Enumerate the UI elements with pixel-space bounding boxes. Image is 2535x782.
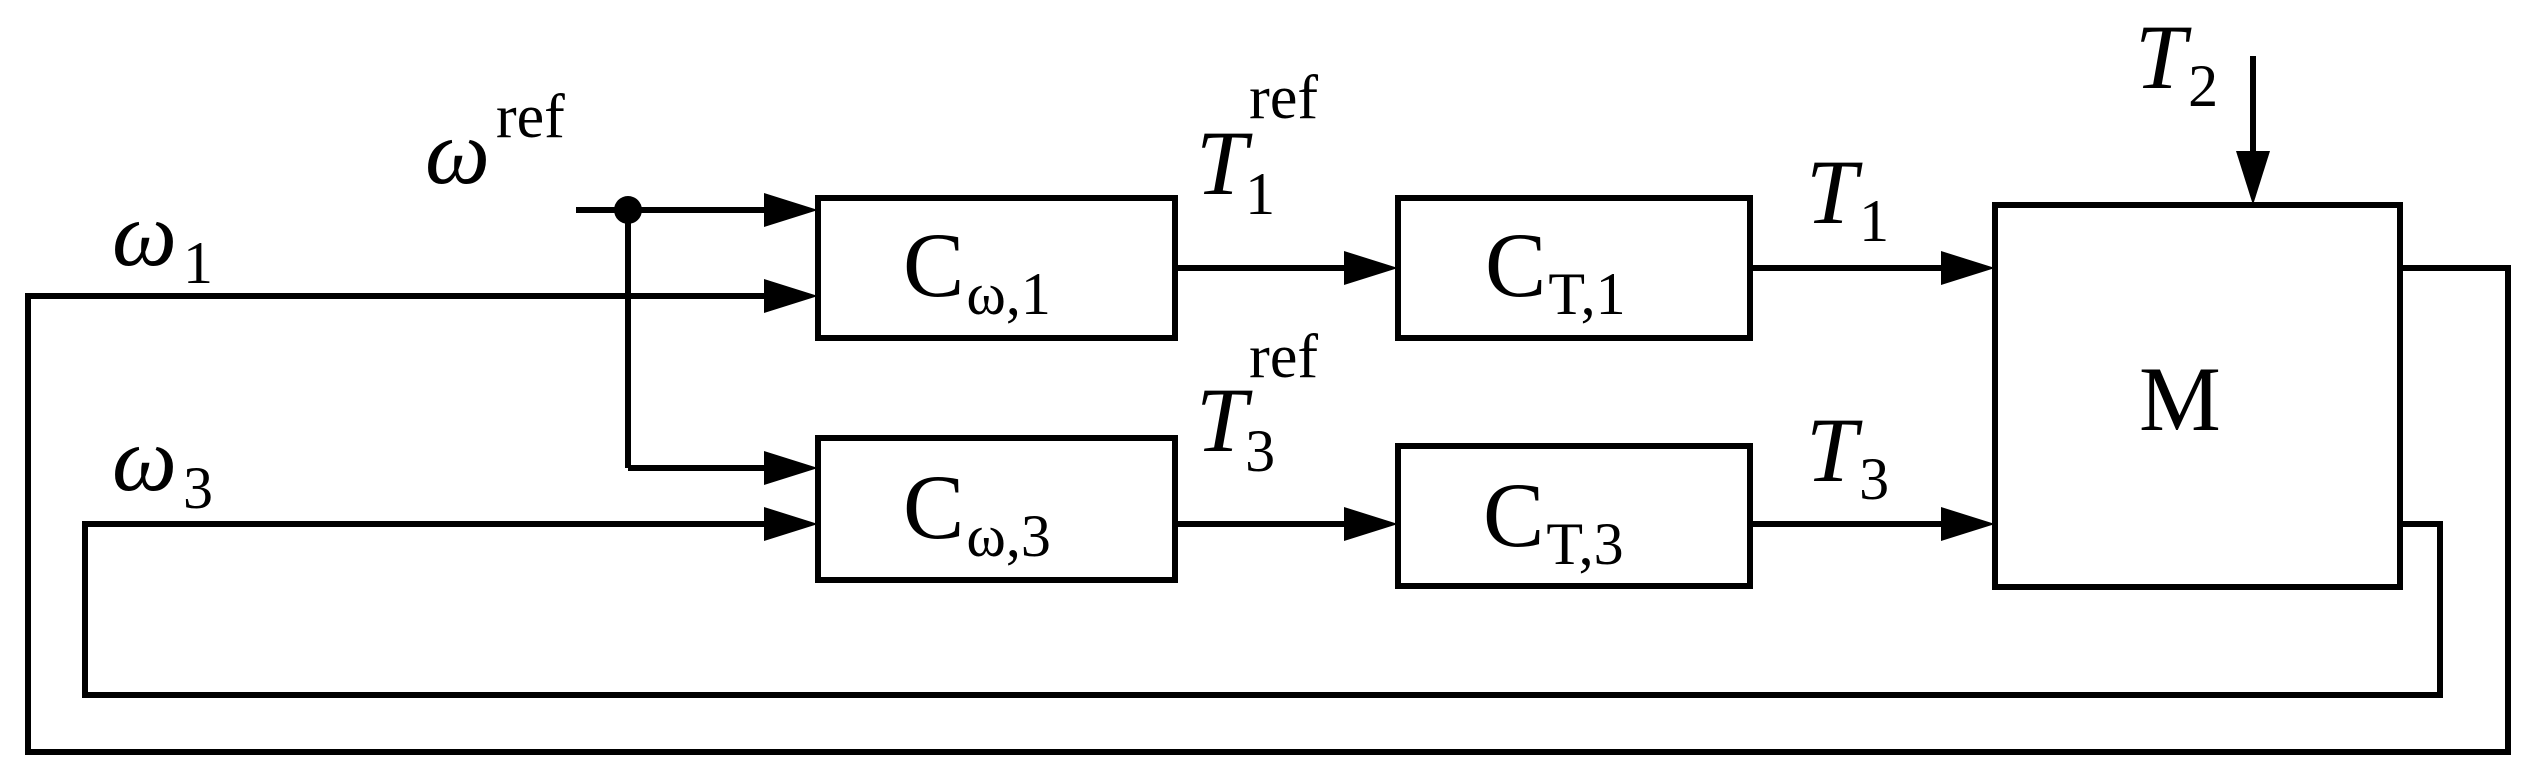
controller-t-3-block: [1395, 443, 1753, 589]
t3-label: T3: [1806, 399, 1889, 512]
motor-block: [1992, 202, 2403, 590]
feedback-omega-1-arrowhead: [764, 279, 818, 313]
omega-ref-to-c-omega-3-arrowhead: [764, 451, 818, 485]
omega-ref-label: ωref: [425, 83, 565, 203]
t3-ref-label: T3ref: [1196, 323, 1318, 484]
controller-omega-3-label: Cω,3: [903, 456, 1051, 569]
controller-omega-3-block: [815, 435, 1178, 583]
t2-label: T2: [2135, 6, 2218, 119]
omega-ref-to-c-omega-1-arrowhead: [764, 193, 818, 227]
controller-omega-1-label: Cω,1: [903, 214, 1051, 327]
t2-disturbance-arrowhead: [2236, 151, 2270, 205]
t3-ref-arrowhead: [1344, 507, 1398, 541]
t1-ref-label: T1ref: [1196, 64, 1318, 227]
feedback-omega-3-arrowhead: [764, 507, 818, 541]
feedback-omega-3-wire: [82, 521, 2443, 698]
motor-label: M: [2139, 348, 2221, 450]
t1-label: T1: [1806, 141, 1889, 254]
controller-t-3-label: CT,3: [1483, 464, 1624, 577]
controller-t-1-label: CT,1: [1485, 214, 1626, 327]
t3-arrowhead: [1941, 507, 1995, 541]
t1-arrowhead: [1941, 251, 1995, 285]
controller-t-1-block: [1395, 195, 1753, 341]
feedback-omega-1-wire: [25, 265, 2511, 755]
controller-omega-1-block: [815, 195, 1178, 341]
t1-ref-arrowhead: [1344, 251, 1398, 285]
